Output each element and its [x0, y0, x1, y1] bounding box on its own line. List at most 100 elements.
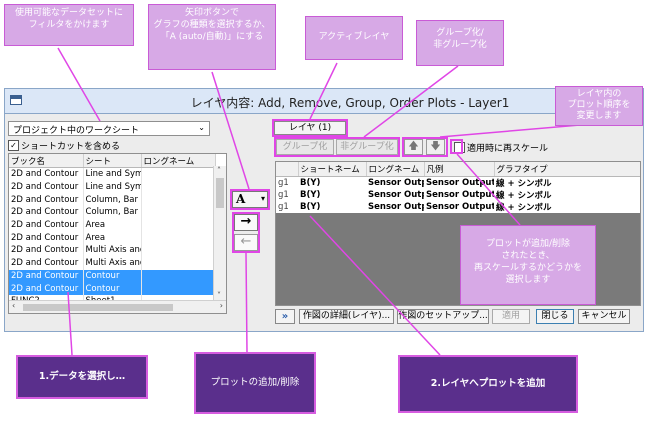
cell-book: 2D and Contour [9, 193, 84, 207]
dialog-titlebar[interactable] [4, 88, 644, 114]
cell-sheet: Line and Symbol [83, 167, 142, 181]
source-combo[interactable]: プロジェクト中のワークシート ⌄ [8, 121, 210, 136]
plot-cell-type: 線 + シンボル [494, 189, 640, 201]
dataset-horizontal-scrollbar[interactable]: ‹ › [9, 300, 226, 313]
cell-book: 2D and Contour [9, 167, 84, 181]
plot-cell-long: Sensor Output [366, 189, 424, 201]
column-header-longname[interactable]: ロングネーム [141, 154, 216, 168]
shortcut-checkbox[interactable]: ✓ [8, 140, 19, 151]
move-down-button[interactable]: 🡇 [426, 139, 445, 155]
column-header-sheet[interactable]: シート [83, 154, 142, 168]
plot-column-header-group[interactable] [276, 162, 299, 177]
plot-setup-button[interactable]: 作図のセットアップ... [397, 309, 489, 324]
shortcut-label: ショートカットを含める [21, 142, 121, 152]
plot-cell-g: g1 [276, 189, 298, 201]
plot-cell-short: B(Y) [298, 176, 366, 189]
scroll-right-icon[interactable]: › [219, 301, 223, 310]
cell-sheet: Line and Symbol [83, 180, 142, 194]
scroll-thumb[interactable] [216, 178, 224, 208]
scroll-up-icon[interactable]: ˄ [217, 166, 221, 175]
cell-sheet: Contour [83, 282, 142, 295]
order-buttons-highlight [402, 137, 448, 157]
dataset-vertical-scrollbar[interactable]: ˄ ˅ [213, 166, 226, 300]
plot-cell-g: g1 [276, 176, 298, 189]
plot-cell-g: g1 [276, 201, 298, 213]
plot-cell-short: B(Y) [298, 189, 366, 201]
group-buttons-highlight [274, 137, 400, 157]
group-button[interactable]: グループ化 [276, 139, 334, 155]
plot-type-highlight [230, 189, 270, 210]
cell-sheet: Column, Bar [83, 206, 142, 219]
cell-sheet: Multi Axis and Multi Panel [83, 244, 142, 257]
ungroup-button[interactable]: 非グループ化 [336, 139, 398, 155]
cell-book: 2D and Contour [9, 256, 84, 270]
column-header-book[interactable]: ブック名 [9, 154, 84, 168]
plot-cell-legend: Sensor Output [424, 176, 494, 189]
add-remove-highlight [232, 212, 260, 253]
plot-column-header-longname[interactable]: ロングネーム [366, 162, 425, 177]
cell-sheet: Contour [83, 269, 142, 283]
dropdown-arrow-icon[interactable]: ▾ [260, 194, 265, 203]
rescale-checkbox-highlight [450, 139, 463, 154]
arrow-right-icon: → [240, 214, 252, 229]
plot-cell-long: Sensor Output [366, 201, 424, 213]
callout-arrow-button: 矢印ボタンでグラフの種類を選択するか、「A (auto/自動)」にする [148, 4, 276, 70]
plot-cell-legend: Sensor Output [424, 201, 494, 213]
scroll-down-icon[interactable]: ˅ [217, 291, 221, 300]
shortcut-checkbox-row[interactable]: ✓ショートカットを含める [8, 139, 121, 152]
remove-plot-button[interactable]: ← [234, 234, 258, 251]
window-icon [10, 95, 22, 105]
arrow-left-icon: ← [240, 234, 252, 249]
rescale-label: 適用時に再スケール [467, 144, 549, 154]
cell-long [141, 282, 216, 295]
plot-cell-long: Sensor Output [366, 176, 424, 189]
callout-add-to-layer: 2.レイヤへプロットを追加 [398, 355, 578, 413]
callout-rescale: プロットが追加/削除されたとき、再スケールするかどうかを選択します [460, 225, 596, 305]
plot-cell-short: B(Y) [298, 201, 366, 213]
add-plot-button[interactable]: → [234, 214, 258, 231]
callout-add-remove: プロットの追加/削除 [194, 352, 316, 414]
hscroll-thumb[interactable] [23, 304, 173, 311]
cell-book: 2D and Contour [9, 244, 84, 257]
cell-sheet: Column, Bar [83, 193, 142, 207]
cell-book: 2D and Contour [9, 269, 84, 283]
cell-sheet: Area [83, 231, 142, 245]
plot-column-header-type[interactable]: グラフタイプ [494, 162, 640, 177]
callout-filter: 使用可能なデータセットにフィルタをかけます [4, 4, 134, 46]
close-button[interactable]: 閉じる [536, 309, 574, 324]
callout-group: グループ化/非グループ化 [416, 20, 504, 66]
cell-book: 2D and Contour [9, 218, 84, 232]
plot-cell-legend: Sensor Output [424, 189, 494, 201]
plot-type-button[interactable]: A ▾ [232, 191, 268, 208]
expand-button[interactable]: » [275, 309, 295, 324]
cancel-button[interactable]: キャンセル [578, 309, 630, 324]
cell-book: 2D and Contour [9, 231, 84, 245]
plot-column-header-legend[interactable]: 凡例 [424, 162, 495, 177]
chevron-down-icon: ⌄ [198, 123, 205, 132]
plot-cell-type: 線 + シンボル [494, 201, 640, 213]
cell-sheet: Area [83, 218, 142, 232]
plot-column-header-shortname[interactable]: ショートネーム [298, 162, 367, 177]
layer-button[interactable]: レイヤ (1) [274, 121, 346, 135]
apply-button[interactable]: 適用 [492, 309, 530, 324]
move-up-button[interactable]: 🡅 [404, 139, 423, 155]
scroll-left-icon[interactable]: ‹ [12, 301, 16, 310]
arrow-up-icon: 🡅 [408, 141, 419, 152]
cell-long [141, 269, 216, 283]
plot-details-button[interactable]: 作図の詳細(レイヤ)... [299, 309, 394, 324]
